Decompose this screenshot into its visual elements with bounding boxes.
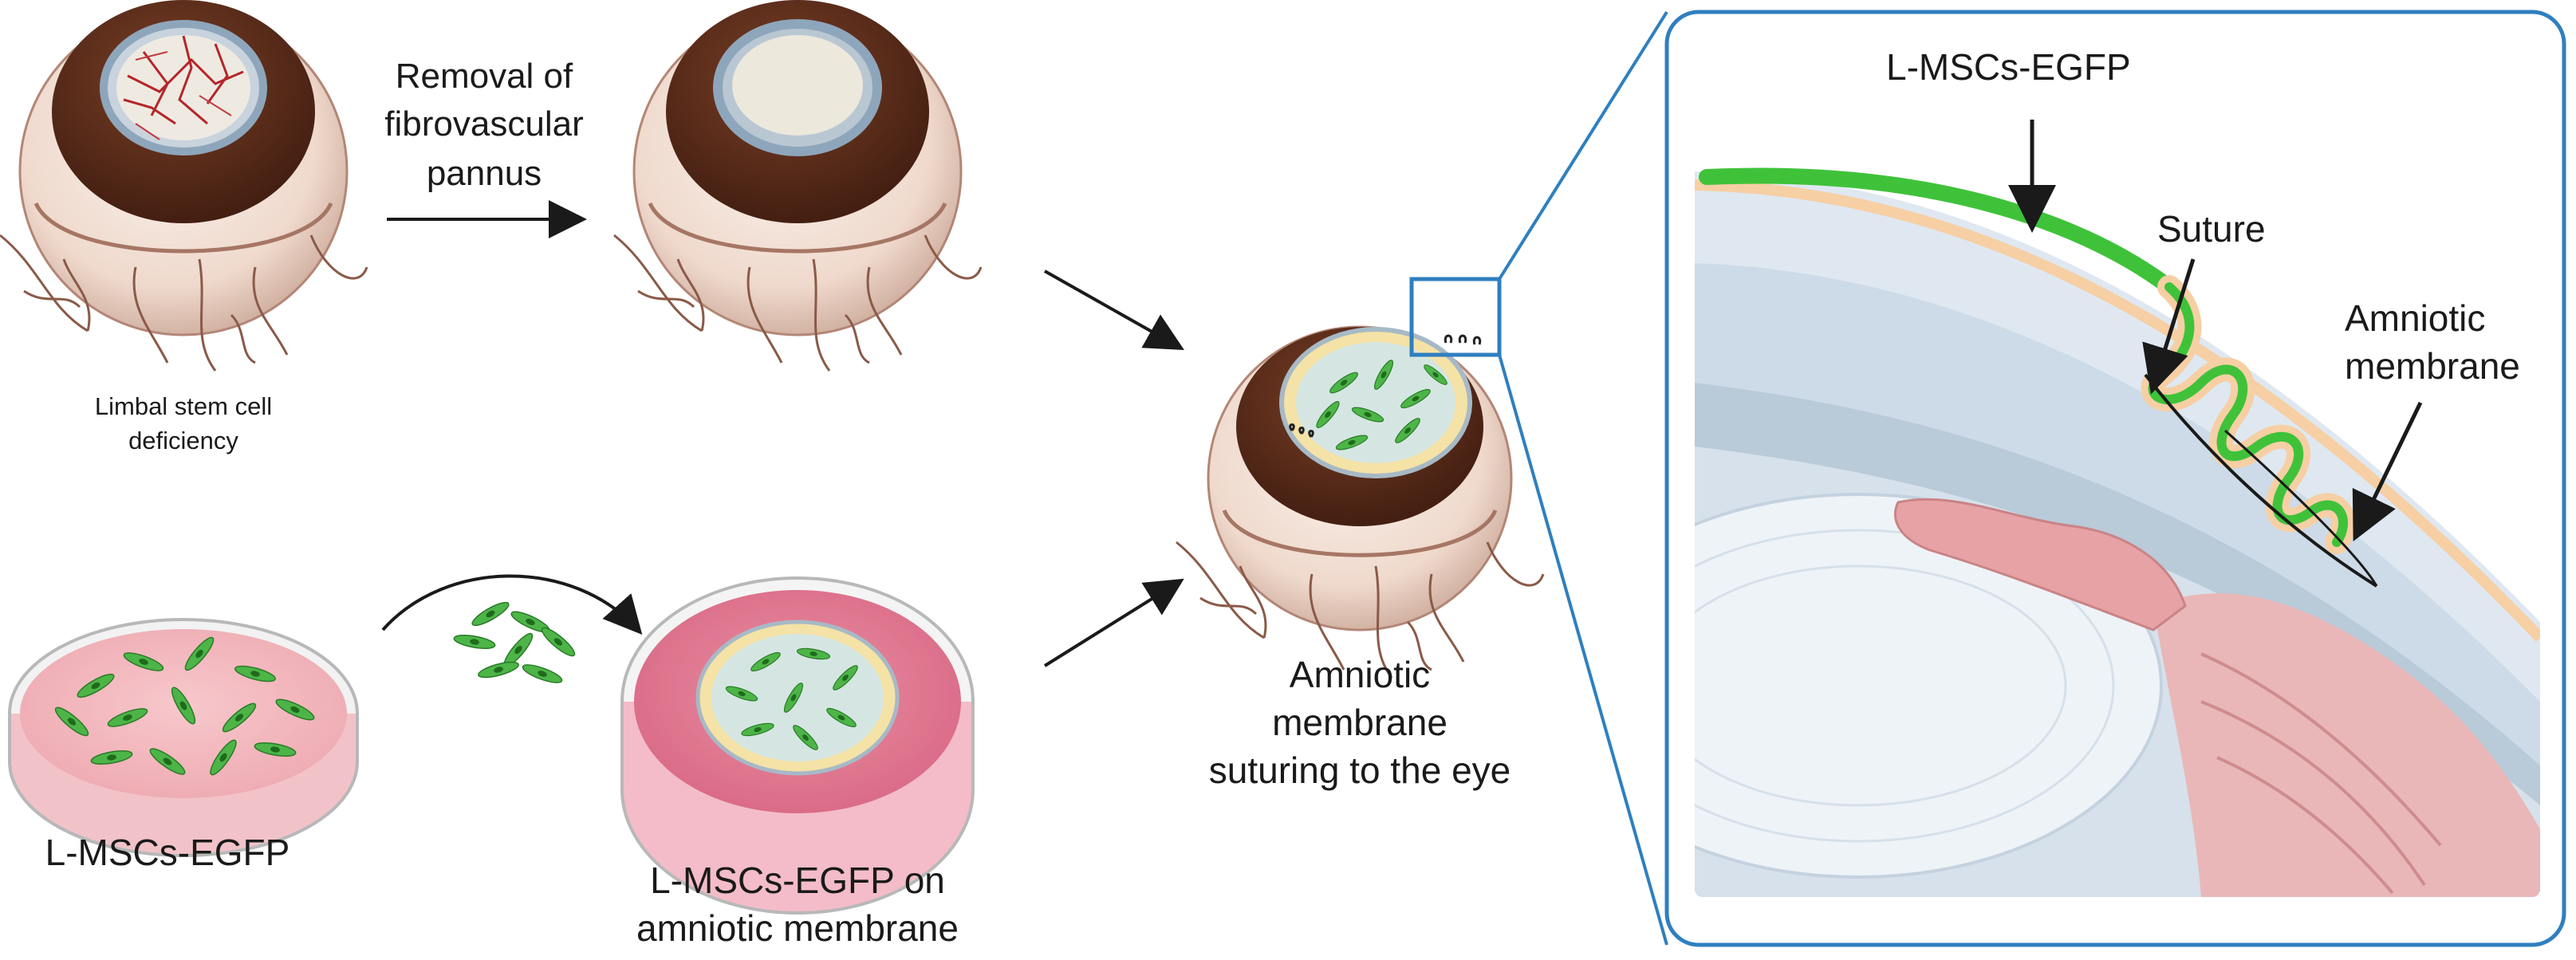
label-suturing-2: membrane bbox=[1272, 702, 1448, 743]
culture-dish-cells bbox=[8, 618, 359, 857]
inset-membrane-label-1: Amniotic bbox=[2345, 297, 2485, 339]
transferred-cells bbox=[452, 598, 579, 687]
label-removal-2: fibrovascular bbox=[384, 104, 583, 144]
eye-pannus-removed bbox=[612, 0, 983, 372]
eye-limbal-deficiency bbox=[0, 0, 368, 372]
culture-dish-membrane bbox=[620, 576, 975, 915]
label-removal-3: pannus bbox=[427, 154, 542, 193]
label-limbal-2: deficiency bbox=[128, 427, 238, 454]
label-suturing-1: Amniotic bbox=[1290, 654, 1430, 695]
inset-suture-label: Suture bbox=[2157, 208, 2266, 250]
zoom-box bbox=[1409, 277, 1502, 357]
arrow-cell-transfer bbox=[381, 574, 643, 635]
label-lmsc-membrane-2: amniotic membrane bbox=[636, 907, 959, 949]
eye-membrane-sutured bbox=[1175, 325, 1545, 679]
arrow-to-sutured-top bbox=[1044, 270, 1184, 350]
label-lmsc-membrane-1: L-MSCs-EGFP on bbox=[650, 860, 945, 901]
inset-cell-layer-label: L-MSCs-EGFP bbox=[1886, 46, 2131, 88]
inset-suture bbox=[2144, 373, 2378, 588]
label-limbal-1: Limbal stem cell bbox=[95, 392, 272, 420]
arrow-to-sutured-bottom bbox=[1043, 578, 1184, 667]
label-lmsc-dish: L-MSCs-EGFP bbox=[45, 832, 290, 873]
label-removal-1: Removal of bbox=[396, 57, 573, 96]
inset-membrane-label-2: membrane bbox=[2345, 345, 2520, 387]
inset-cell-layer bbox=[1699, 167, 2177, 295]
inset-panel: L-MSCs-EGFP Suture Amniotic membrane bbox=[1664, 10, 2566, 947]
label-suturing-3: suturing to the eye bbox=[1209, 750, 1511, 791]
